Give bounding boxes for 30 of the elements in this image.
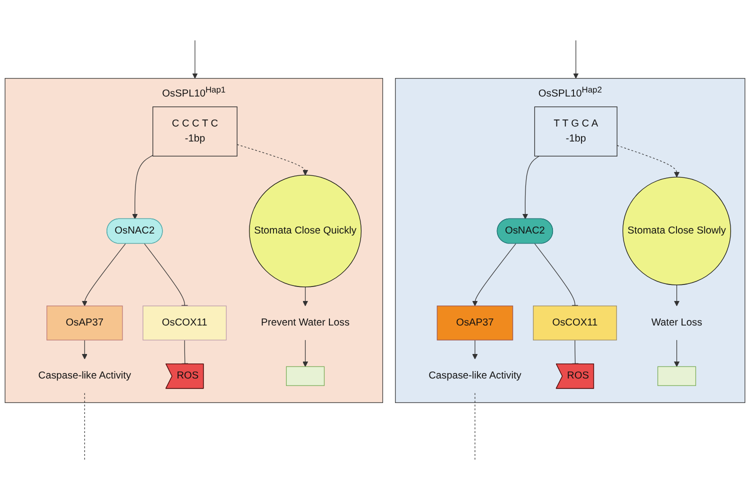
arrow <box>674 284 680 306</box>
node-text: Water Loss <box>651 317 702 328</box>
arrow <box>236 144 308 176</box>
arrow <box>522 156 540 220</box>
arrow <box>302 286 308 306</box>
arrow <box>573 40 579 79</box>
connector <box>474 392 476 460</box>
node-text: Caspase-like Activity <box>428 370 522 382</box>
arrow <box>472 340 478 360</box>
arrow <box>616 145 680 178</box>
node-text: Caspase-like Activity <box>38 370 132 382</box>
arrow <box>302 340 308 367</box>
node-box <box>657 366 696 386</box>
connector <box>84 392 85 460</box>
node-box: OsAP37 <box>436 306 514 340</box>
arrow <box>674 340 680 367</box>
node-circle: Stomata Close Quickly <box>249 174 362 288</box>
arrow <box>82 243 126 306</box>
arrow <box>82 340 88 360</box>
node-text: Prevent Water Loss <box>261 317 350 328</box>
arrow <box>132 155 154 220</box>
node-box <box>286 366 325 386</box>
node-circle: Stomata Close Slowly <box>622 176 732 286</box>
arrow <box>192 40 198 79</box>
node-box: OsAP37 <box>46 306 123 340</box>
node-box: C C C T C -1bp <box>152 106 238 156</box>
node-box: T T G C A -1bp <box>534 106 618 156</box>
node-box: OsCOX11 <box>142 306 227 340</box>
arrow <box>472 243 516 306</box>
node-box: OsCOX11 <box>532 306 617 340</box>
